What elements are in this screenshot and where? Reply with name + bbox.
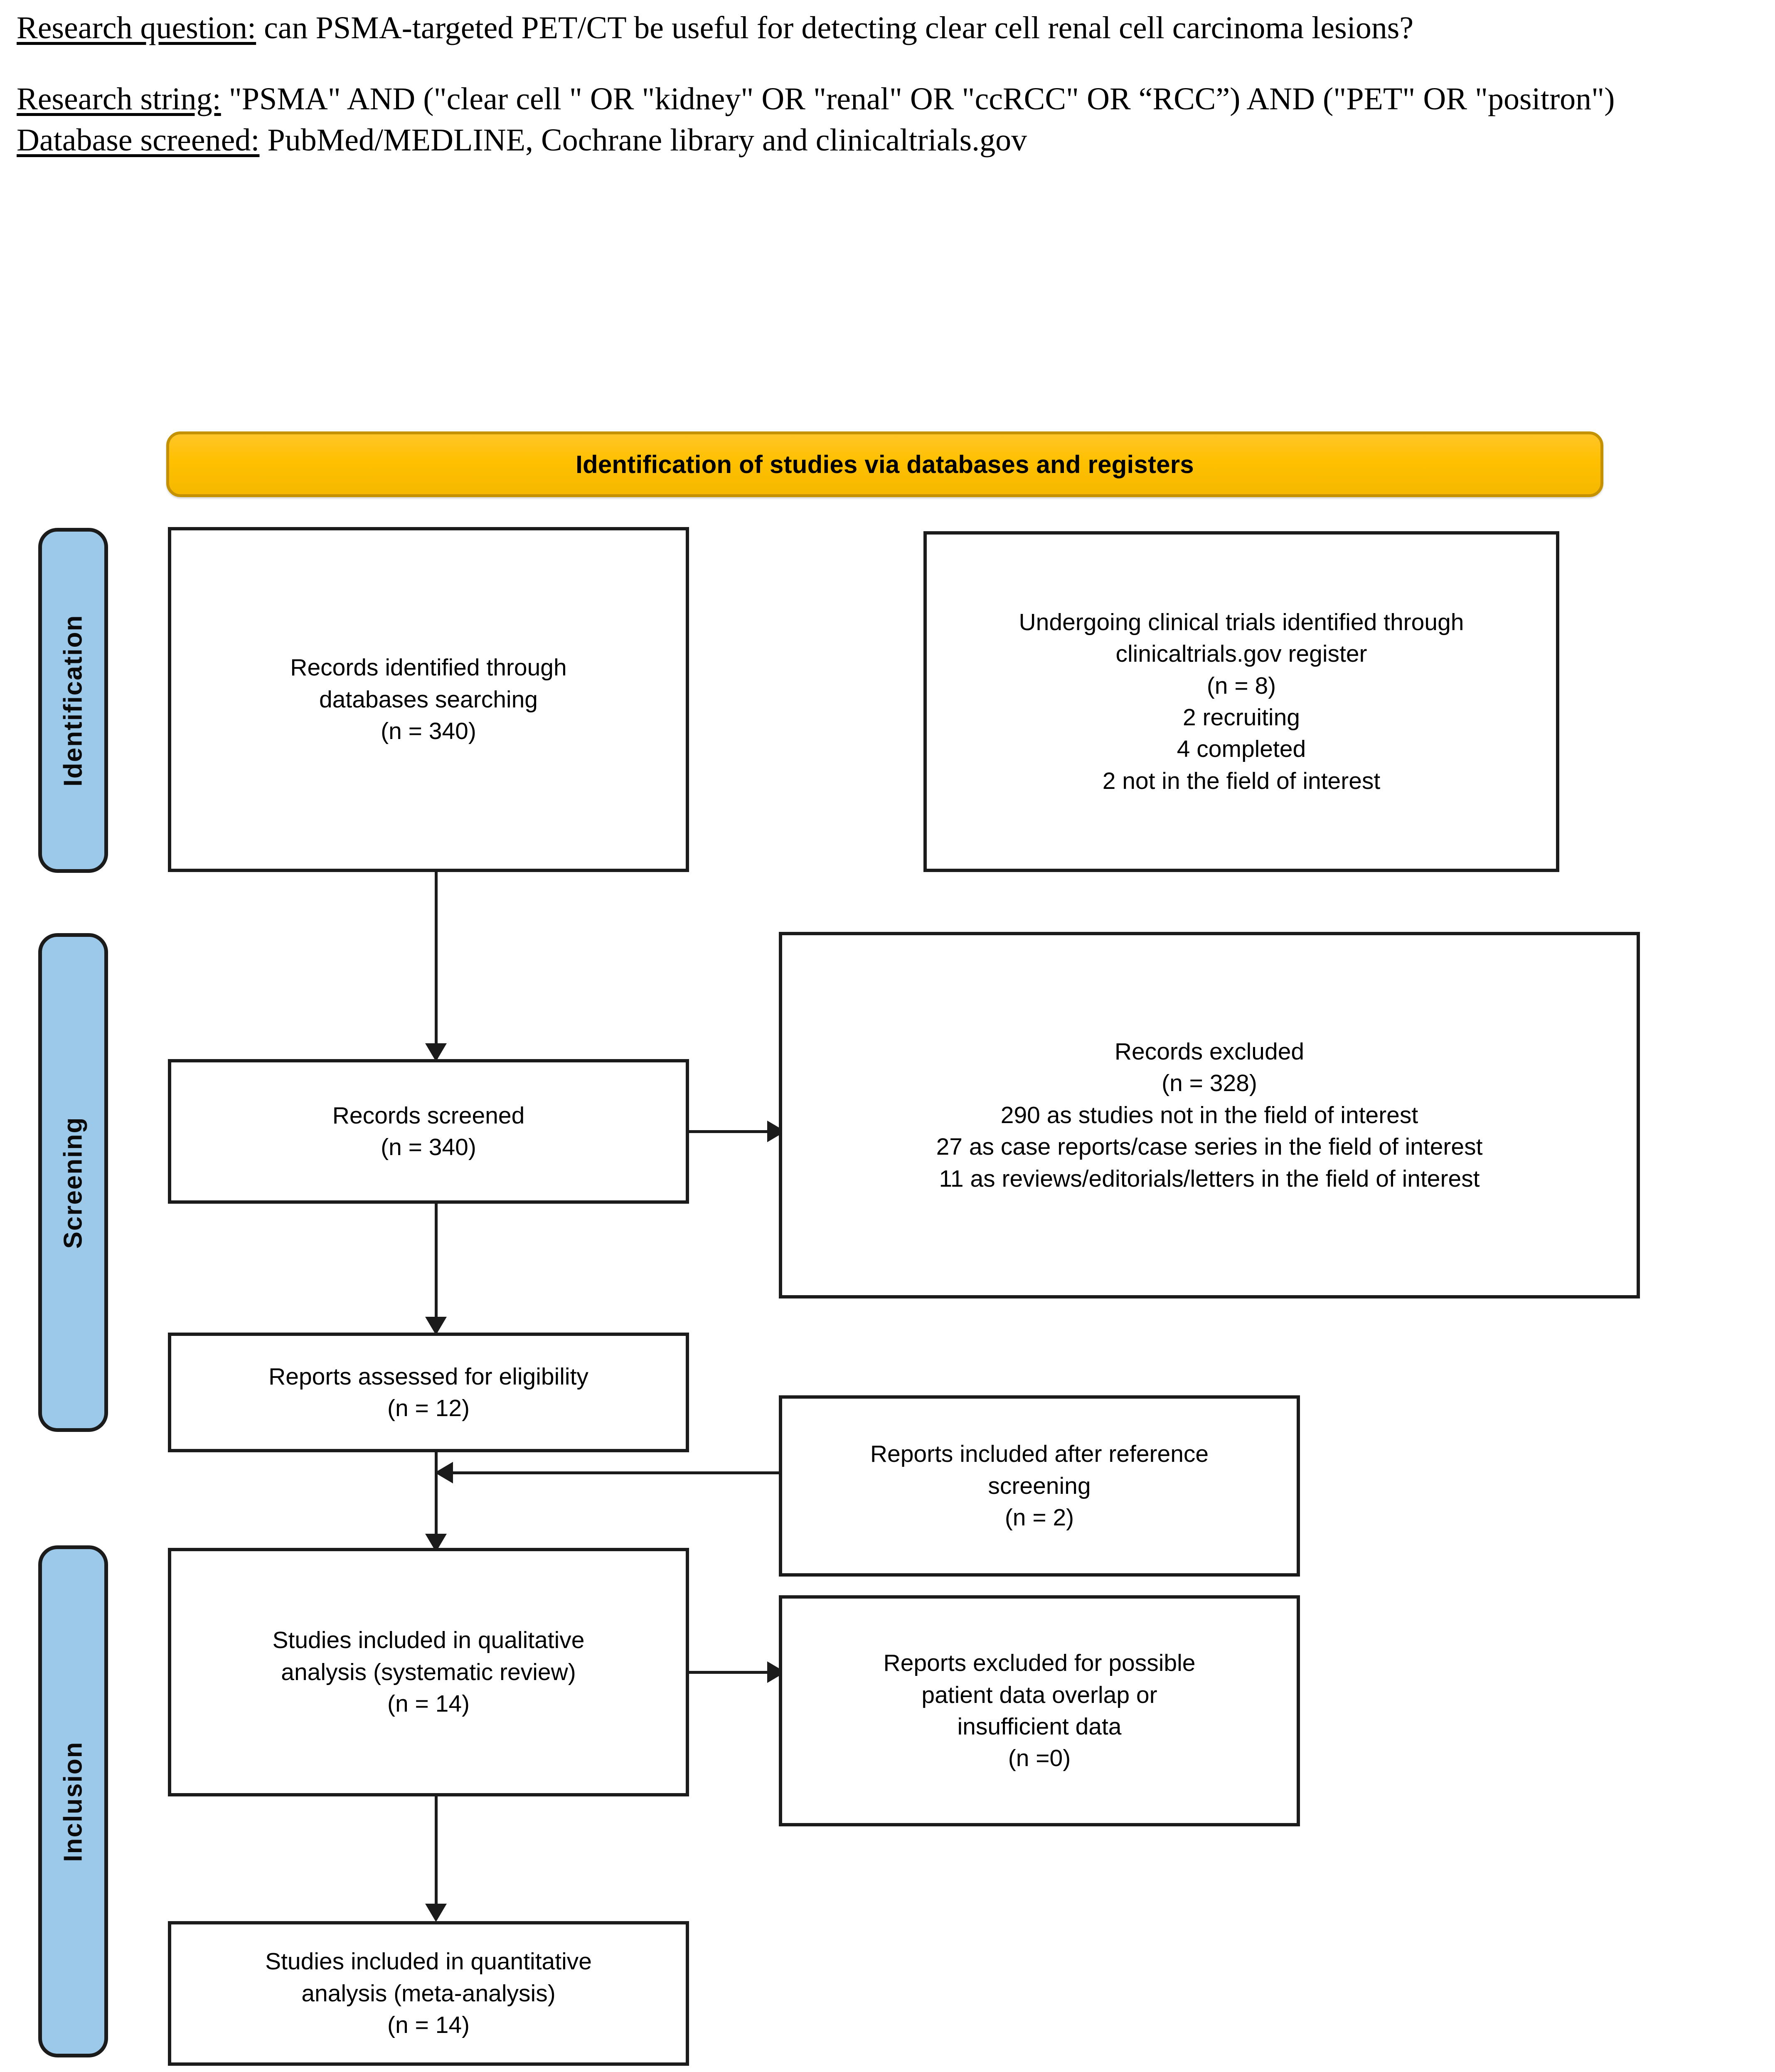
research-string-label: Research string: bbox=[17, 81, 221, 116]
connector-screened-to-assessed bbox=[435, 1204, 438, 1333]
box-reports-assessed: Reports assessed for eligibility (n = 12… bbox=[168, 1333, 689, 1452]
arrowhead-qualitative-to-quantitative bbox=[425, 1904, 447, 1922]
rail-identification-label: Identification bbox=[59, 614, 88, 786]
box-records-identified-text: Records identified through databases sea… bbox=[290, 654, 567, 745]
connector-assessed-to-qualitative bbox=[435, 1452, 438, 1547]
box-studies-quantitative-text: Studies included in quantitative analysi… bbox=[265, 1948, 592, 2039]
research-header: Research question: can PSMA-targeted PET… bbox=[17, 7, 1741, 160]
arrowhead-reference-to-spine bbox=[435, 1462, 453, 1483]
box-reports-included-reference: Reports included after reference screeni… bbox=[779, 1395, 1300, 1577]
rail-inclusion: Inclusion bbox=[38, 1545, 108, 2057]
box-reports-assessed-text: Reports assessed for eligibility (n = 12… bbox=[268, 1363, 588, 1422]
box-clinical-trials-register: Undergoing clinical trials identified th… bbox=[923, 531, 1559, 872]
database-screened-text: PubMed/MEDLINE, Cochrane library and cli… bbox=[259, 122, 1027, 158]
box-records-screened-text: Records screened (n = 340) bbox=[332, 1102, 525, 1160]
box-reports-included-reference-text: Reports included after reference screeni… bbox=[870, 1441, 1209, 1531]
arrowhead-screened-to-assessed bbox=[425, 1317, 447, 1335]
research-question-label: Research question: bbox=[17, 10, 256, 45]
database-screened-label: Database screened: bbox=[17, 122, 260, 158]
arrowhead-identified-to-screened bbox=[425, 1043, 447, 1062]
box-studies-quantitative: Studies included in quantitative analysi… bbox=[168, 1921, 689, 2066]
connector-screened-to-excluded bbox=[689, 1130, 772, 1133]
box-reports-excluded-overlap: Reports excluded for possible patient da… bbox=[779, 1595, 1300, 1826]
rail-screening: Screening bbox=[38, 933, 108, 1432]
rail-screening-label: Screening bbox=[59, 1116, 88, 1249]
research-string-text: "PSMA" AND ("clear cell " OR "kidney" OR… bbox=[221, 81, 1615, 116]
connector-qualitative-to-excluded-overlap bbox=[689, 1671, 772, 1674]
connector-qualitative-to-quantitative bbox=[435, 1796, 438, 1919]
connector-identified-to-screened bbox=[435, 872, 438, 1059]
box-records-excluded-text: Records excluded (n = 328) 290 as studie… bbox=[936, 1038, 1483, 1192]
rail-identification: Identification bbox=[38, 528, 108, 873]
database-screened-line: Database screened: PubMed/MEDLINE, Cochr… bbox=[17, 120, 1741, 161]
identification-banner: Identification of studies via databases … bbox=[166, 431, 1603, 497]
research-question-line: Research question: can PSMA-targeted PET… bbox=[17, 7, 1741, 49]
research-question-text: can PSMA-targeted PET/CT be useful for d… bbox=[256, 10, 1414, 45]
box-records-identified: Records identified through databases sea… bbox=[168, 527, 689, 872]
box-reports-excluded-overlap-text: Reports excluded for possible patient da… bbox=[883, 1650, 1196, 1772]
box-clinical-trials-register-text: Undergoing clinical trials identified th… bbox=[1019, 609, 1464, 794]
box-records-excluded: Records excluded (n = 328) 290 as studie… bbox=[779, 932, 1640, 1298]
rail-inclusion-label: Inclusion bbox=[59, 1741, 88, 1862]
box-studies-qualitative: Studies included in qualitative analysis… bbox=[168, 1548, 689, 1796]
identification-banner-label: Identification of studies via databases … bbox=[576, 450, 1194, 478]
connector-reference-to-spine bbox=[453, 1471, 780, 1474]
box-studies-qualitative-text: Studies included in qualitative analysis… bbox=[272, 1627, 585, 1717]
box-records-screened: Records screened (n = 340) bbox=[168, 1059, 689, 1204]
research-string-line: Research string: "PSMA" AND ("clear cell… bbox=[17, 79, 1741, 120]
